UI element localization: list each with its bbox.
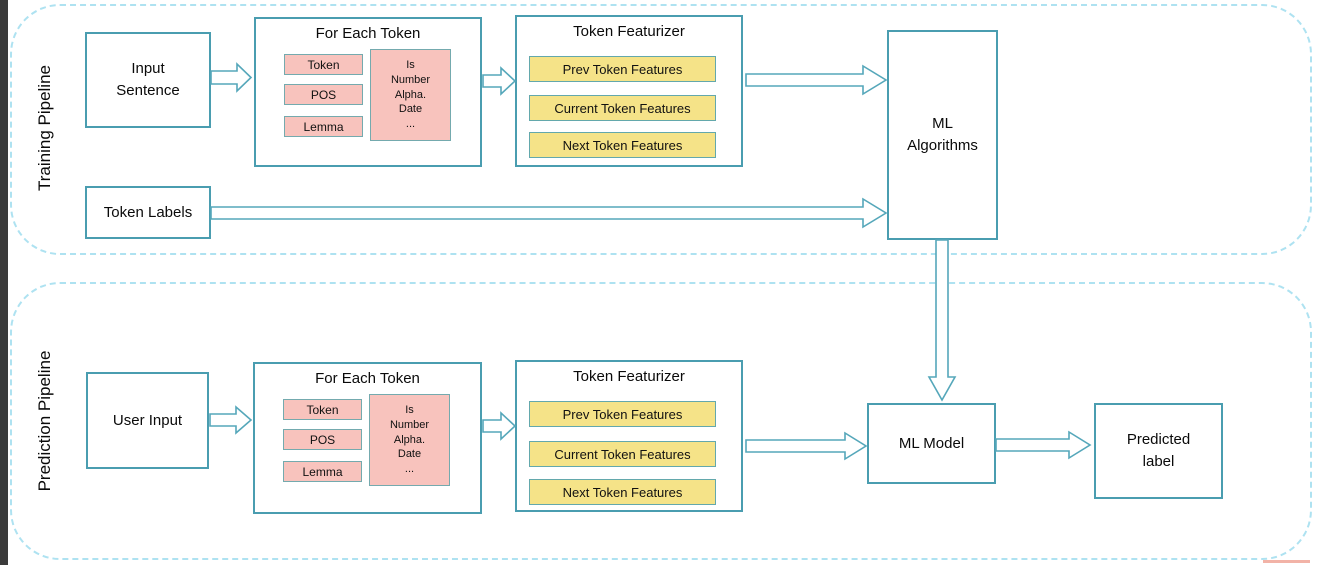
token-featurizer-box-training: Token Featurizer Prev Token Features Cur… <box>515 15 743 167</box>
check-is: Is <box>406 58 415 71</box>
token-featurizer-title-training: Token Featurizer <box>573 23 685 40</box>
arrow-mlalgorithms-to-mlmodel <box>927 239 957 402</box>
token-labels-box: Token Labels <box>85 186 211 239</box>
input-sentence-box: Input Sentence <box>85 32 211 128</box>
token-labels-label: Token Labels <box>103 203 193 221</box>
user-input-label: User Input <box>112 411 183 429</box>
training-pipeline-container <box>10 4 1312 255</box>
token-attr-box: Token <box>283 399 362 420</box>
bottom-right-mark <box>1263 560 1310 563</box>
for-each-token-title-training: For Each Token <box>315 25 421 42</box>
check-date: Date <box>398 103 423 116</box>
arrow-userinput-to-foreach-prediction <box>209 405 253 435</box>
user-input-box: User Input <box>86 372 209 469</box>
lemma-attr-box: Lemma <box>283 461 362 482</box>
pos-attr-box: POS <box>284 84 363 105</box>
for-each-token-box-training: For Each Token Token POS Lemma Is Number… <box>254 17 482 167</box>
token-checks-box: Is Number Alpha. Date ... <box>369 394 450 486</box>
prediction-pipeline-container <box>10 282 1312 560</box>
for-each-token-box-prediction: For Each Token Token POS Lemma Is Number… <box>253 362 482 514</box>
next-token-features-box: Next Token Features <box>529 479 716 505</box>
arrow-featurizer-to-mlalgorithms <box>745 64 888 96</box>
ml-algorithms-box: ML Algorithms <box>887 30 998 240</box>
current-token-features-box: Current Token Features <box>529 441 716 467</box>
token-featurizer-box-prediction: Token Featurizer Prev Token Features Cur… <box>515 360 743 512</box>
token-featurizer-title-prediction: Token Featurizer <box>573 368 685 385</box>
input-sentence-label: Input Sentence <box>116 60 180 99</box>
ml-model-box: ML Model <box>867 403 996 484</box>
current-token-features-box: Current Token Features <box>529 95 716 121</box>
check-date: Date <box>397 448 422 461</box>
prev-token-features-box: Prev Token Features <box>529 56 716 82</box>
arrow-featurizer-to-mlmodel <box>745 431 868 461</box>
ml-algorithms-label: ML Algorithms <box>907 115 978 154</box>
prev-token-features-box: Prev Token Features <box>529 401 716 427</box>
window-edge <box>0 0 8 565</box>
check-number: Number <box>389 418 430 431</box>
predicted-label-box: Predicted label <box>1094 403 1223 499</box>
next-token-features-box: Next Token Features <box>529 132 716 158</box>
check-alpha: Alpha. <box>393 433 426 446</box>
check-ellipsis: ... <box>404 463 415 476</box>
arrow-tokenlabels-to-mlalgorithms <box>210 197 888 229</box>
arrow-foreach-to-featurizer-prediction <box>482 411 517 441</box>
arrow-input-to-foreach-training <box>210 62 253 93</box>
for-each-token-title-prediction: For Each Token <box>315 370 420 387</box>
token-attr-box: Token <box>284 54 363 75</box>
check-alpha: Alpha. <box>394 88 427 101</box>
check-ellipsis: ... <box>405 118 416 131</box>
ml-model-label: ML Model <box>898 434 965 452</box>
arrow-foreach-to-featurizer-training <box>482 66 517 96</box>
predicted-label-label: Predicted label <box>1126 431 1191 470</box>
check-is: Is <box>405 403 414 416</box>
arrow-mlmodel-to-predicted <box>995 430 1092 460</box>
token-checks-box: Is Number Alpha. Date ... <box>370 49 451 141</box>
lemma-attr-box: Lemma <box>284 116 363 137</box>
check-number: Number <box>390 73 431 86</box>
pos-attr-box: POS <box>283 429 362 450</box>
